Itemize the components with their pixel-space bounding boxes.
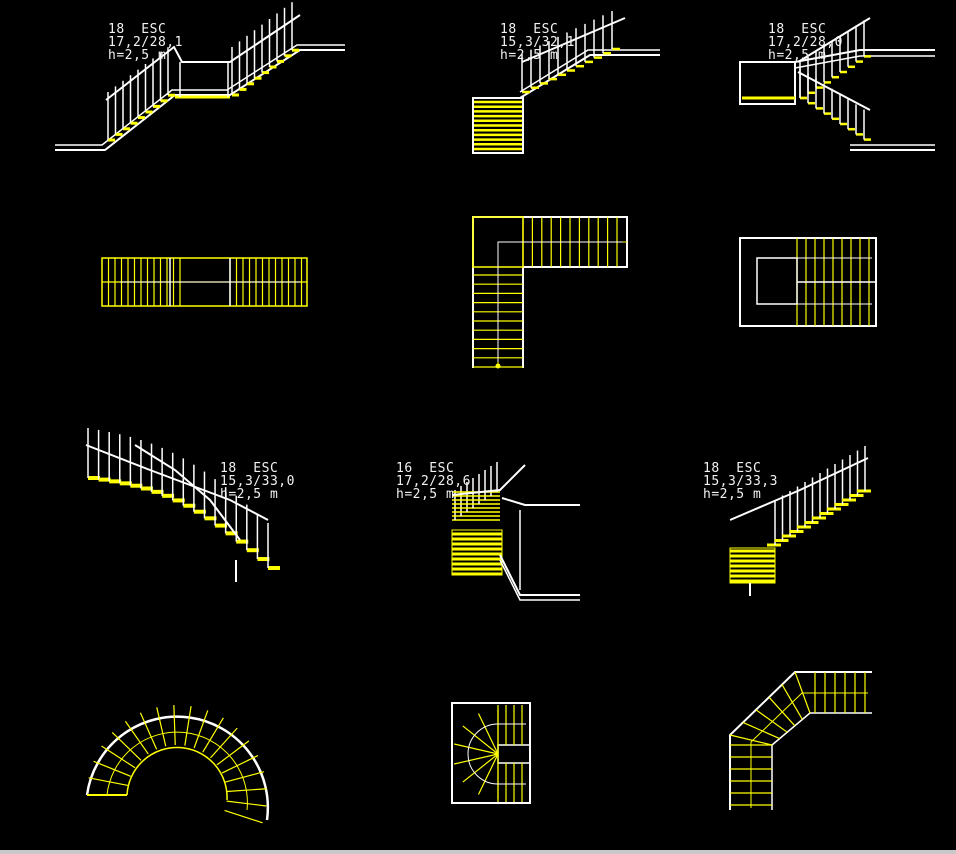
walkline [467,723,526,785]
tread [156,707,167,747]
floor-line [55,49,345,151]
winder-tread [462,753,499,783]
plan-winder-l-stair [729,671,872,810]
elevation-l-stair [472,11,660,154]
elevation-winder-u-stair [451,462,580,601]
floor-line [499,554,580,596]
winder-tread [742,721,780,740]
elevation-straight-stair-landing [55,2,345,151]
tread [216,740,250,766]
well [756,257,798,305]
tread [93,760,131,777]
handrail [797,17,871,63]
tread [173,705,176,746]
landing-outline [472,97,524,154]
tread [88,777,129,787]
plan-u-stair [739,237,877,327]
start-dot [495,363,501,369]
elevation-winder-l-stair [729,446,871,596]
handrail [134,444,241,541]
tread [225,771,265,783]
winder-tread [477,713,499,755]
tread [193,710,209,749]
walkline [750,692,868,808]
floor-line [501,497,580,506]
tread [111,732,142,761]
plan-winder-u-stair [451,702,531,804]
tread [101,745,136,769]
plan-straight-stair [101,257,308,307]
winder-tread [453,753,499,765]
landing-outline [739,61,796,105]
tread [139,712,158,750]
elevation-curved-stair [85,428,280,582]
well [497,744,531,764]
handrail [797,71,871,111]
plan-semicircular-stair [85,705,270,824]
handrail [85,444,269,521]
winder-tread [755,709,788,733]
plan-l-stair [472,216,628,369]
winder-tread [462,725,499,755]
handrail [451,464,526,496]
tread [226,788,267,793]
tread [124,720,149,755]
floor-line [499,559,580,601]
winder-tread [477,753,499,795]
outer-wall [729,671,872,810]
wall-outline [472,216,628,368]
winder-tread [768,696,796,727]
winder-tread [729,734,773,746]
tread [221,755,259,774]
handrail [521,17,626,63]
tread [202,717,224,753]
walkline [497,241,623,362]
floor-line [519,49,660,93]
walkline [796,257,872,305]
tread [210,727,238,759]
handrail [105,14,301,101]
tread [226,800,267,807]
inner-wall [771,712,872,810]
tread [184,706,192,746]
elevation-u-stair [739,17,935,151]
floor-line [55,44,345,146]
handrail [729,457,869,521]
bottom-edge [0,850,956,854]
winder-tread [453,743,499,755]
walkline [106,731,248,811]
inner-stringer [126,746,228,801]
tread [224,809,263,824]
